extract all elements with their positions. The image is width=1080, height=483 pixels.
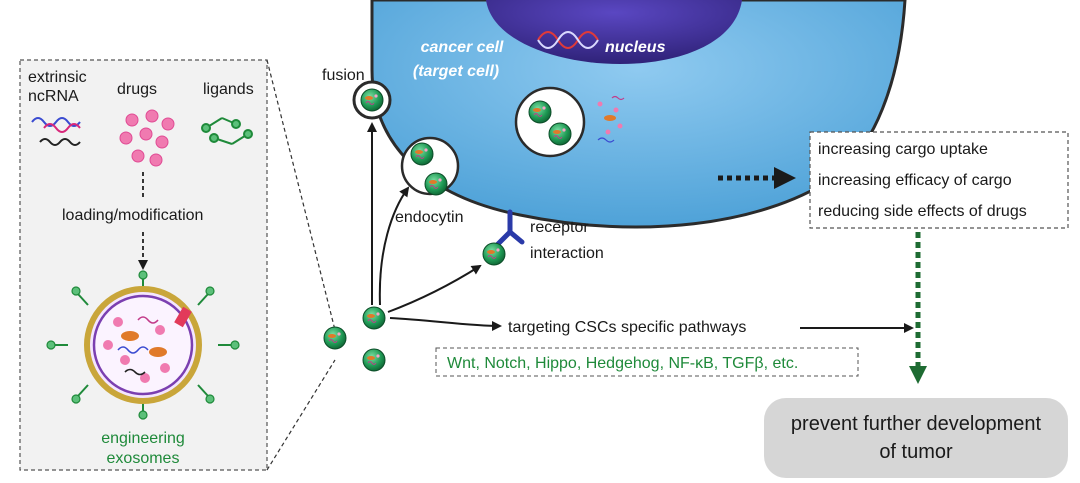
outcomes-box [809, 131, 1069, 229]
label-fusion: fusion [322, 67, 365, 84]
label-extrinsic: extrinsic [28, 69, 87, 86]
label-targeting: targeting CSCs specific pathways [508, 319, 746, 336]
receptor-icon [495, 209, 525, 247]
endocytosis-pocket [400, 136, 460, 196]
endosome [514, 86, 586, 158]
dna-icon [537, 31, 599, 49]
label-ligands: ligands [203, 81, 254, 98]
drugs-icon [119, 109, 175, 167]
label-engineering: engineering [101, 430, 185, 447]
label-drugs: drugs [117, 81, 157, 98]
released-cargo [597, 95, 625, 143]
receptor-exosome [482, 242, 506, 266]
zoom-line-bottom [266, 359, 336, 471]
prevent-line-2: of tumor [879, 441, 953, 463]
label-nucleus: nucleus [605, 39, 666, 56]
label-cancer-cell: cancer cell [421, 39, 504, 56]
label-loading: loading/modification [62, 207, 203, 224]
outcome-2: increasing efficacy of cargo [818, 172, 1012, 189]
outcome-3: reducing side effects of drugs [818, 203, 1027, 220]
fusion-exosome [352, 80, 392, 120]
ncrna-icon [31, 117, 81, 146]
engineered-exosome [46, 270, 240, 420]
label-exosomes: exosomes [107, 450, 180, 467]
arrow-to-targeting [389, 317, 502, 331]
zoom-line-top [266, 59, 336, 331]
label-target-cell: (target cell) [413, 63, 499, 80]
label-ncrna: ncRNA [28, 88, 79, 105]
label-interaction: interaction [530, 245, 604, 262]
pathways-box [435, 347, 859, 377]
ligands-icon [201, 117, 253, 145]
exosome-cluster [323, 306, 386, 372]
label-receptor: receptor [530, 219, 589, 236]
prevent-line-1: prevent further development [791, 413, 1042, 435]
label-endocytin: endocytin [395, 209, 464, 226]
label-pathways: Wnt, Notch, Hippo, Hedgehog, NF-κB, TGFβ… [447, 355, 798, 372]
arrow-to-endocytosis [378, 186, 410, 306]
prevent-box [764, 398, 1068, 478]
arrow-to-receptor [387, 264, 482, 313]
outcome-1: increasing cargo uptake [818, 141, 988, 158]
